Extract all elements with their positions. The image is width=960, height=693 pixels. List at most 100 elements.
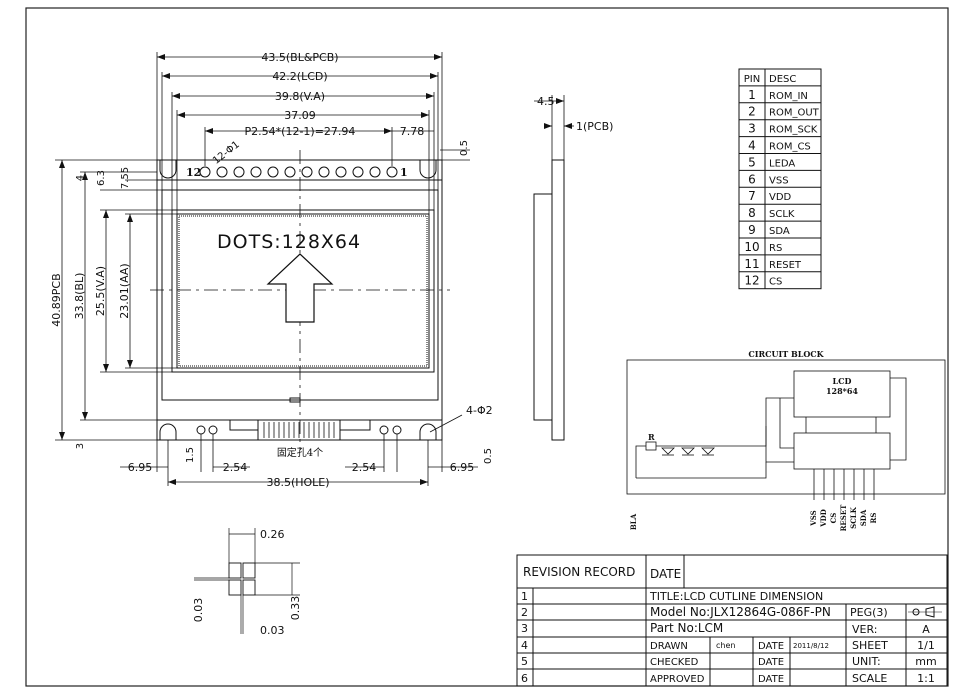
pin-number: 12 [744,274,759,288]
side-pcb [551,159,565,441]
active-area [176,213,430,369]
pin-number: 7 [748,189,756,203]
pin-description: VDD [769,192,792,203]
dim-top-6-3: 6.3 [96,170,107,186]
approved-date-label: DATE [758,674,784,685]
model-number: Model No:JLX12864G-086F-PN [650,605,831,619]
circuit-frame [626,359,946,495]
sheet-value: 1/1 [917,639,935,652]
pin-number: 2 [748,105,756,119]
fix-holes-note: 固定孔4个 [277,446,323,459]
pin-table-header-desc: DESC [769,74,796,85]
revision-row-number: 3 [521,622,528,635]
circuit-pin-label: VDD [819,509,828,528]
drawing-frame [25,7,949,687]
side-view [533,95,574,441]
circuit-resistor-label: R [648,432,655,442]
drawing-title: TITLE:LCD CUTLINE DIMENSION [649,590,823,603]
dim-mount-holes: 4-Φ2 [466,404,493,417]
pin-number: 6 [748,172,756,186]
drawn-by: chen [716,641,735,650]
pin-row [199,166,398,178]
pin-description: SDA [769,226,790,237]
pin-number: 5 [748,155,756,169]
pixel-dim-0-03-a: 0.03 [192,598,205,623]
revision-row-number: 4 [521,639,528,652]
dim-bl-pcb: 43.5(BL&PCB) [261,51,338,64]
dim-pcb-height: 40.89PCB [50,273,63,326]
pin-number: 8 [748,206,756,220]
part-number: Part No:LCM [650,621,723,635]
pin-description: ROM_CS [769,142,811,153]
pin-number: 4 [748,139,756,153]
pin-table-header-pin: PIN [744,74,760,85]
circuit-pin-label: SCLK [849,506,858,529]
dim-bottom-3: 3 [75,443,86,449]
pin-description: VSS [769,175,789,186]
mount-hole-left [159,423,177,440]
dim-side-left: 6.95 [128,461,153,474]
pixel-dim-0-33: 0.33 [289,596,302,621]
pin-description: ROM_IN [769,91,808,102]
circuit-pin-label: VSS [809,510,818,526]
circuit-bla-label: BLA [629,513,638,530]
mount-hole-right [419,423,437,440]
dim-va: 39.8(V.A) [275,90,325,103]
scale-label: SCALE [852,672,887,685]
revision-row-number: 5 [521,655,528,668]
pixel-dim-0-26: 0.26 [260,528,285,541]
circuit-pin-label: SDA [859,509,868,526]
dim-2-54-right: 2.54 [352,461,377,474]
circuit-pin-label: RESET [839,504,848,532]
side-backlight [533,193,553,421]
front-view-dimensions [55,52,478,486]
side-thickness: 4.5 [537,95,555,108]
dim-pin-offset: 7.78 [400,125,425,138]
dim-top-gap: 0.5 [459,140,470,156]
dim-pin-hole: 12-Φ1 [211,139,242,166]
dim-2-54-left: 2.54 [223,461,248,474]
unit-value: mm [915,655,936,668]
approved-label: APPROVED [650,674,705,685]
circuit-lcd-label: LCD [833,376,852,386]
pixel-dim-0-03-b: 0.03 [260,624,285,637]
circuit-pin-label: CS [829,513,838,524]
ver-label: VER: [852,623,878,636]
unit-label: UNIT: [852,655,881,668]
lcd-block [793,370,891,418]
sheet-label: SHEET [852,639,888,652]
dim-lcd: 42.2(LCD) [272,70,327,83]
revision-date-label: DATE [650,567,681,581]
driver-block [793,432,891,470]
pin-number: 1 [748,88,756,102]
revision-record-label: REVISION RECORD [523,565,635,579]
pin-number: 9 [748,223,756,237]
ver-value: A [922,623,930,636]
drawn-label: DRAWN [650,641,688,652]
dim-aa-height: 23.01(AA) [118,263,131,318]
circuit-block [626,359,946,500]
checked-label: CHECKED [650,657,699,668]
dim-top-4: 4 [75,175,86,181]
pin-description: LEDA [769,158,795,169]
front-view [150,150,450,450]
dim-aa: 37.09 [284,109,316,122]
peg-label: PEG(3) [850,606,888,619]
pin-number: 11 [744,257,759,271]
dim-bl-height: 33.8(BL) [73,273,86,320]
orientation-arrow-icon [266,253,334,323]
dim-hole-span: 38.5(HOLE) [266,476,329,489]
circuit-title: CIRCUIT BLOCK [748,349,824,359]
dim-va-height: 25.5(V.A) [94,266,107,316]
dim-0-5-bottom: 0.5 [483,448,494,464]
drawn-date-label: DATE [758,641,784,652]
dim-1-5: 1.5 [185,447,196,463]
pin-number: 3 [748,122,756,136]
projection-symbol-icon [908,606,942,618]
pin-first-label: 12 [186,166,201,179]
